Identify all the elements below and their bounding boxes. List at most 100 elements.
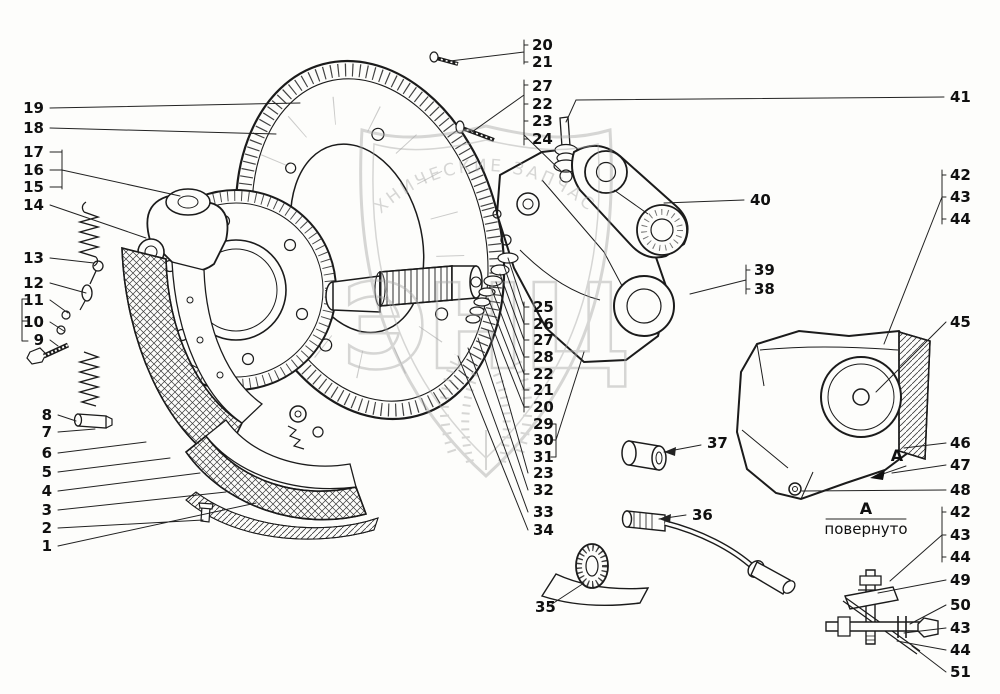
callout-21-top: 21 [532, 53, 553, 71]
callout-labels: 19 18 17 16 15 14 13 12 11 10 9 8 7 6 5 … [23, 36, 971, 681]
callout-39: 39 [754, 261, 775, 279]
callout-50: 50 [950, 596, 971, 614]
pivot-bolt [559, 116, 571, 148]
callout-41: 41 [950, 88, 971, 106]
callout-26: 26 [533, 315, 554, 333]
callout-33: 33 [533, 503, 554, 521]
callout-15: 15 [23, 178, 44, 196]
return-spring-lower [77, 351, 101, 407]
anchor-pin [77, 413, 107, 429]
callout-37: 37 [707, 434, 728, 452]
callout-30: 30 [533, 431, 554, 449]
callout-11: 11 [23, 291, 44, 309]
callout-21-mid: 21 [533, 381, 554, 399]
roller-part [621, 440, 667, 471]
view-a-arrow-label: А [891, 446, 904, 465]
callout-43-c: 43 [950, 619, 971, 637]
shoe-return-spring [287, 425, 305, 450]
callout-16: 16 [23, 161, 44, 179]
brake-shoes [121, 247, 379, 540]
callout-25: 25 [533, 298, 554, 316]
bracket-boss [820, 356, 902, 438]
watermark-shield [359, 124, 613, 479]
callout-1: 1 [42, 537, 52, 555]
hex-head [917, 617, 939, 638]
callout-22-top: 22 [532, 95, 553, 113]
callout-29: 29 [533, 415, 554, 433]
brake-lining-upper [121, 247, 243, 466]
shoe-roller [289, 405, 307, 423]
callout-4: 4 [42, 482, 52, 500]
bracket-eye [613, 275, 675, 337]
leader-lines-left [21, 102, 301, 547]
callout-34: 34 [533, 521, 554, 539]
callout-49: 49 [950, 571, 971, 589]
view-a-annotation: А А повернуто [824, 446, 907, 538]
adjuster-arm [571, 145, 689, 259]
callout-17: 17 [23, 143, 44, 161]
callout-18: 18 [23, 119, 44, 137]
callout-3: 3 [42, 501, 52, 519]
callout-2: 2 [42, 519, 52, 537]
callout-47: 47 [950, 456, 971, 474]
callout-36: 36 [692, 506, 713, 524]
brake-pad-lower [185, 491, 379, 540]
callout-14: 14 [23, 196, 44, 214]
callout-28: 28 [533, 348, 554, 366]
brake-shoe-web-upper [171, 261, 264, 424]
brake-lining-lower [184, 434, 367, 521]
return-spring-upper [77, 211, 101, 258]
callout-43-a: 43 [950, 188, 971, 206]
callout-31: 31 [533, 448, 554, 466]
leader-lines [21, 39, 947, 673]
callout-6: 6 [42, 444, 52, 462]
camshaft [325, 265, 483, 313]
callout-20-top: 20 [532, 36, 553, 54]
callout-45: 45 [950, 313, 971, 331]
leader-lines-right [663, 169, 947, 673]
callout-38: 38 [754, 280, 775, 298]
leader-arrowhead-36 [659, 514, 671, 523]
callout-43-b: 43 [950, 526, 971, 544]
view-a-arrowhead [870, 470, 885, 480]
callout-9: 9 [34, 331, 44, 349]
leader-lines-top [449, 39, 945, 173]
leader-lines-middle [457, 257, 702, 605]
callout-23-mid: 23 [533, 464, 554, 482]
fasteners-left [26, 201, 214, 523]
callout-27-mid: 27 [533, 331, 554, 349]
callout-22-mid: 22 [533, 365, 554, 383]
callout-42-b: 42 [950, 503, 971, 521]
brake-shoe-web-lower [205, 419, 357, 490]
callout-19: 19 [23, 99, 44, 117]
callout-12: 12 [23, 274, 44, 292]
callout-48: 48 [950, 481, 971, 499]
callout-24-top: 24 [532, 130, 553, 148]
view-a-rotated-caption: повернуто [824, 520, 907, 538]
callout-20-mid: 20 [533, 398, 554, 416]
hatched-plate [898, 331, 931, 461]
callout-40: 40 [750, 191, 771, 209]
view-a-rotated-letter: А [860, 499, 873, 518]
adjuster-bottom-right [825, 569, 939, 655]
callout-46: 46 [950, 434, 971, 452]
callout-32: 32 [533, 481, 554, 499]
right-bracket-assembly [735, 329, 931, 501]
callout-5: 5 [42, 463, 52, 481]
callout-13: 13 [23, 249, 44, 267]
callout-10: 10 [23, 313, 44, 331]
callout-8: 8 [42, 406, 52, 424]
callout-7: 7 [42, 423, 52, 441]
callout-51: 51 [950, 663, 971, 681]
callout-44-b: 44 [950, 548, 971, 566]
callout-42-a: 42 [950, 166, 971, 184]
callout-44-a: 44 [950, 210, 971, 228]
cable-assembly [621, 510, 796, 595]
callout-23-top: 23 [532, 112, 553, 130]
callout-27-top: 27 [532, 77, 553, 95]
splined-bush [540, 543, 650, 607]
leader-arrowhead-37 [664, 447, 676, 456]
callout-44-c: 44 [950, 641, 971, 659]
